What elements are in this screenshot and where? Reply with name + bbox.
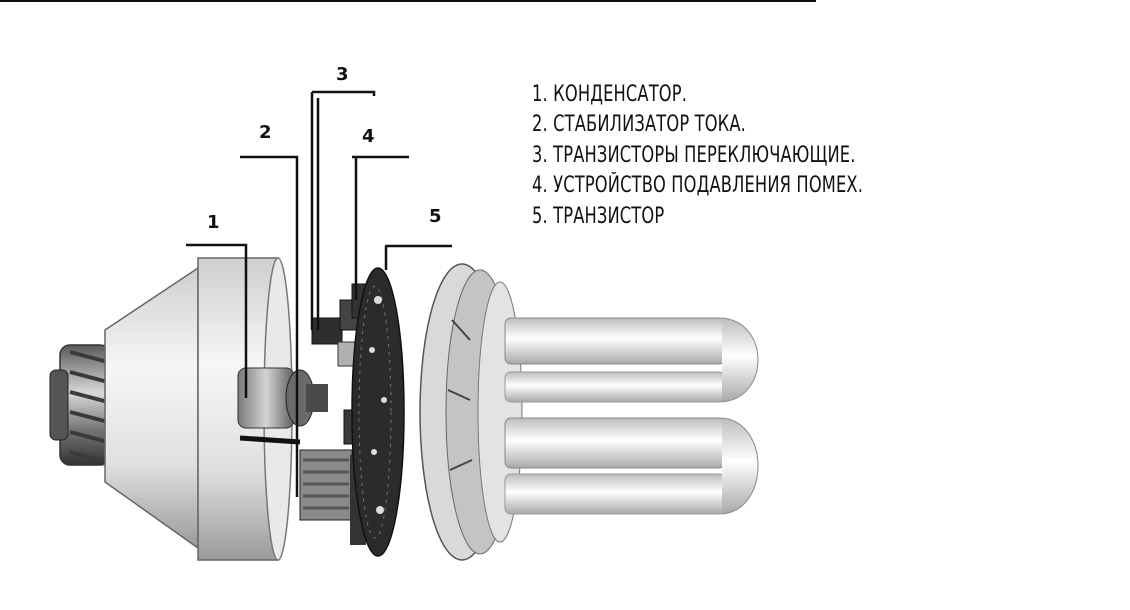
fluorescent-tubes [504, 317, 759, 515]
top-rule [0, 0, 816, 2]
tube-holder [419, 263, 523, 561]
capacitor [237, 367, 328, 429]
callout-number-4: 4 [362, 126, 375, 147]
callout-leaders [186, 90, 452, 497]
callout-number-5: 5 [429, 206, 442, 227]
legend-item-current-stabilizer: 2. СТАБИЛИЗАТОР ТОКА. [532, 112, 746, 138]
callout-number-3: 3 [336, 64, 349, 85]
legend-item-transistor: 5. ТРАНЗИСТОР [532, 203, 665, 229]
legend-item-noise-suppressor: 4. УСТРОЙСТВО ПОДАВЛЕНИЯ ПОМЕХ. [532, 173, 864, 199]
screw-base [49, 344, 111, 466]
component-legend: 1. КОНДЕНСАТОР. 2. СТАБИЛИЗАТОР ТОКА. 3.… [532, 80, 1092, 232]
callout-number-2: 2 [259, 122, 272, 143]
circuit-board [351, 267, 405, 557]
legend-item-switching-transistors: 3. ТРАНЗИСТОРЫ ПЕРЕКЛЮЧАЮЩИЕ. [532, 142, 856, 168]
legend-item-capacitor: 1. КОНДЕНСАТОР. [532, 82, 688, 107]
callout-number-1: 1 [207, 212, 220, 233]
